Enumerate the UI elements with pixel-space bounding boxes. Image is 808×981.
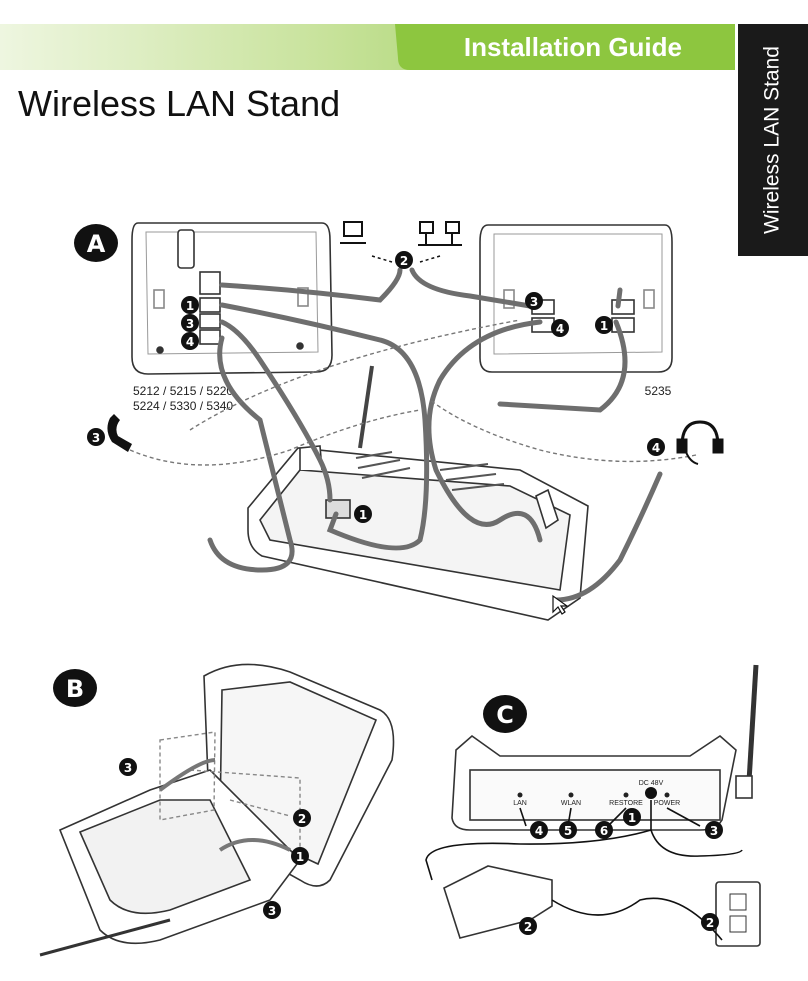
section-a-badge: A <box>74 224 118 262</box>
port-label-wlan: WLAN <box>561 800 581 807</box>
handset-icon <box>107 414 132 452</box>
port-label-lan: LAN <box>513 800 527 807</box>
callout-c-2-outlet: 2 <box>701 913 719 931</box>
computer-icon <box>340 221 366 244</box>
svg-text:2: 2 <box>298 812 306 826</box>
callout-a-3-handset: 3 <box>87 428 105 446</box>
svg-text:2: 2 <box>524 920 532 934</box>
callout-c-2-adapter: 2 <box>519 917 537 935</box>
section-c-badge: C <box>483 695 527 733</box>
section-a-letter: A <box>87 230 106 258</box>
svg-text:2: 2 <box>400 254 408 268</box>
network-icon <box>418 221 462 246</box>
svg-text:B: B <box>66 675 84 703</box>
callout-c-3: 3 <box>705 821 723 839</box>
callout-c-1: 1 <box>623 808 641 826</box>
callout-b-1: 1 <box>291 847 309 865</box>
section-c-diagram: C LAN WLAN RESTORE DC 48V POWER <box>425 664 761 947</box>
callout-a-3-right: 3 <box>525 292 543 310</box>
svg-text:3: 3 <box>124 761 132 775</box>
svg-text:2: 2 <box>706 916 714 930</box>
svg-text:1: 1 <box>359 508 367 522</box>
svg-text:1: 1 <box>628 811 636 825</box>
guide-title: Installation Guide <box>464 32 682 62</box>
svg-text:3: 3 <box>268 904 276 918</box>
callout-a-3-left: 3 <box>181 314 199 332</box>
callout-b-3-bottom: 3 <box>263 901 281 919</box>
header-banner: Installation Guide <box>0 24 735 70</box>
svg-text:1: 1 <box>296 850 304 864</box>
side-tab-label: Wireless LAN Stand <box>761 46 784 234</box>
svg-text:5: 5 <box>564 824 572 838</box>
svg-text:4: 4 <box>652 441 660 455</box>
svg-text:4: 4 <box>535 824 543 838</box>
callout-a-1-right: 1 <box>595 316 613 334</box>
callout-b-2: 2 <box>293 809 311 827</box>
svg-text:4: 4 <box>556 322 564 336</box>
right-phone-back <box>479 224 673 373</box>
callout-c-4: 4 <box>530 821 548 839</box>
svg-text:6: 6 <box>600 824 608 838</box>
port-label-dc: DC 48V <box>639 780 664 787</box>
svg-text:C: C <box>496 701 514 729</box>
callout-a-4-right: 4 <box>551 319 569 337</box>
side-tab: Wireless LAN Stand <box>738 24 808 256</box>
callout-a-4-headset: 4 <box>647 438 665 456</box>
cables <box>207 267 663 603</box>
port-label-power: POWER <box>654 800 680 807</box>
callout-c-5: 5 <box>559 821 577 839</box>
cord-lines <box>129 319 697 466</box>
callout-a-2: 2 <box>395 251 413 269</box>
cursor-icon <box>552 594 569 615</box>
callout-a-1-left: 1 <box>181 296 199 314</box>
svg-text:3: 3 <box>710 824 718 838</box>
callout-a-4-left: 4 <box>181 332 199 350</box>
svg-text:3: 3 <box>530 295 538 309</box>
port-label-restore: RESTORE <box>609 800 643 807</box>
svg-text:1: 1 <box>186 299 194 313</box>
svg-text:1: 1 <box>600 319 608 333</box>
left-phone-models-line2: 5224 / 5330 / 5340 <box>133 399 233 413</box>
left-phone-back <box>131 222 333 375</box>
callout-a-1-stand: 1 <box>354 505 372 523</box>
section-a-diagram: A 5212 / 5215 / 5220 <box>74 221 724 621</box>
page-title: Wireless LAN Stand <box>18 83 340 124</box>
callout-b-3-top: 3 <box>119 758 137 776</box>
wireless-stand <box>247 365 589 621</box>
section-b-badge: B <box>53 669 97 707</box>
headset-icon <box>676 420 724 465</box>
left-phone-models-line1: 5212 / 5215 / 5220 <box>133 384 233 398</box>
right-phone-model: 5235 <box>645 384 672 398</box>
svg-text:3: 3 <box>186 317 194 331</box>
svg-text:3: 3 <box>92 431 100 445</box>
section-b-diagram: B 3 2 1 3 <box>39 663 395 957</box>
callout-c-6: 6 <box>595 821 613 839</box>
svg-text:4: 4 <box>186 335 194 349</box>
